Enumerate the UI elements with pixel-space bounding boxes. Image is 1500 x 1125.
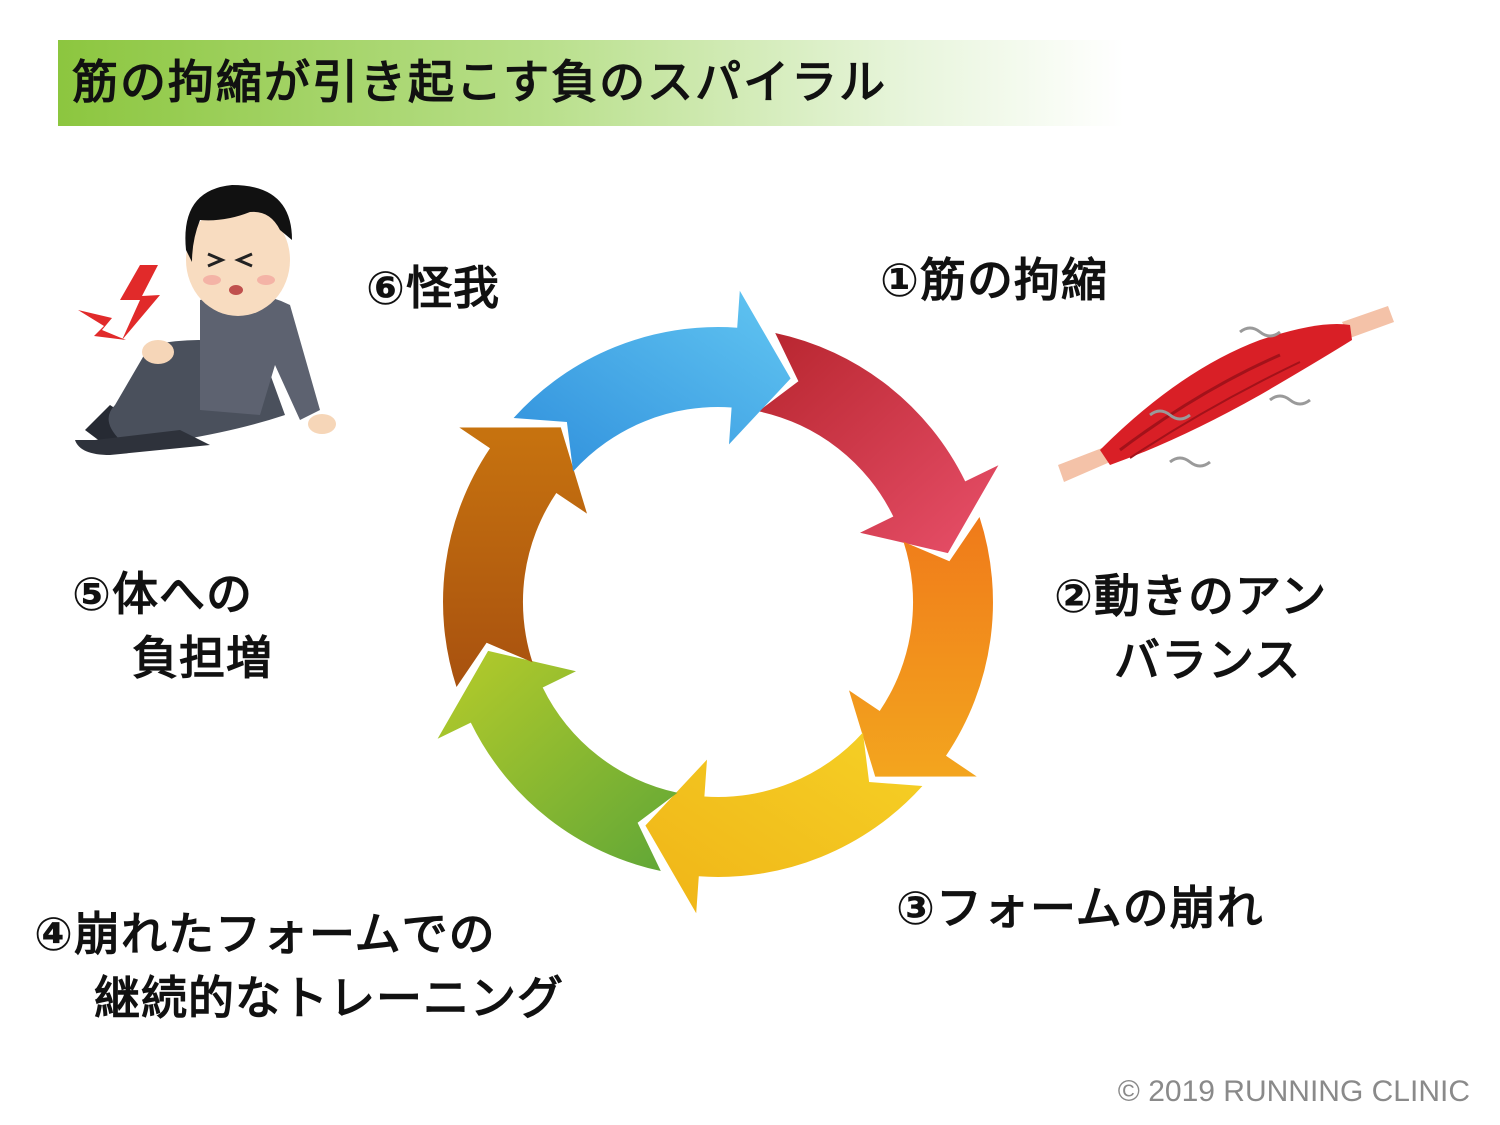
step-6-label: ⑥怪我 [366, 256, 500, 320]
step-2-text-line-2: バランス [1114, 633, 1302, 687]
arrow-step-3 [645, 732, 923, 914]
step-1-text: ①筋の拘縮 [880, 253, 1108, 307]
arrow-step-1 [758, 333, 999, 554]
step-5-label: ⑤体への 負担増 [72, 562, 273, 690]
step-4-text-line-2: 継続的なトレーニング [94, 971, 564, 1025]
page-title: 筋の拘縮が引き起こす負のスパイラル [72, 55, 888, 109]
step-6-text: ⑥怪我 [366, 261, 500, 315]
step-1-label: ①筋の拘縮 [880, 248, 1108, 312]
injured-person-illustration [75, 185, 336, 455]
step-4-label: ④崩れたフォームでの 継続的なトレーニング [34, 902, 564, 1030]
title-banner [58, 40, 1124, 126]
muscle-illustration [1058, 306, 1394, 482]
arrow-step-6 [513, 290, 791, 472]
step-4-text-line-1: ④崩れたフォームでの [34, 907, 496, 961]
step-5-text-line-1: ⑤体への [72, 567, 253, 621]
step-5-text-line-2: 負担増 [132, 631, 273, 685]
arrow-step-5 [443, 427, 587, 687]
step-2-text-line-1: ②動きのアン [1054, 569, 1328, 623]
copyright-notice: © 2019 RUNNING CLINIC [1117, 1075, 1470, 1108]
step-2-label: ②動きのアン バランス [1054, 564, 1327, 692]
arrow-step-4 [437, 650, 678, 871]
step-3-text: ③フォームの崩れ [896, 881, 1264, 935]
step-3-label: ③フォームの崩れ [896, 876, 1264, 940]
arrow-step-2 [849, 517, 993, 777]
